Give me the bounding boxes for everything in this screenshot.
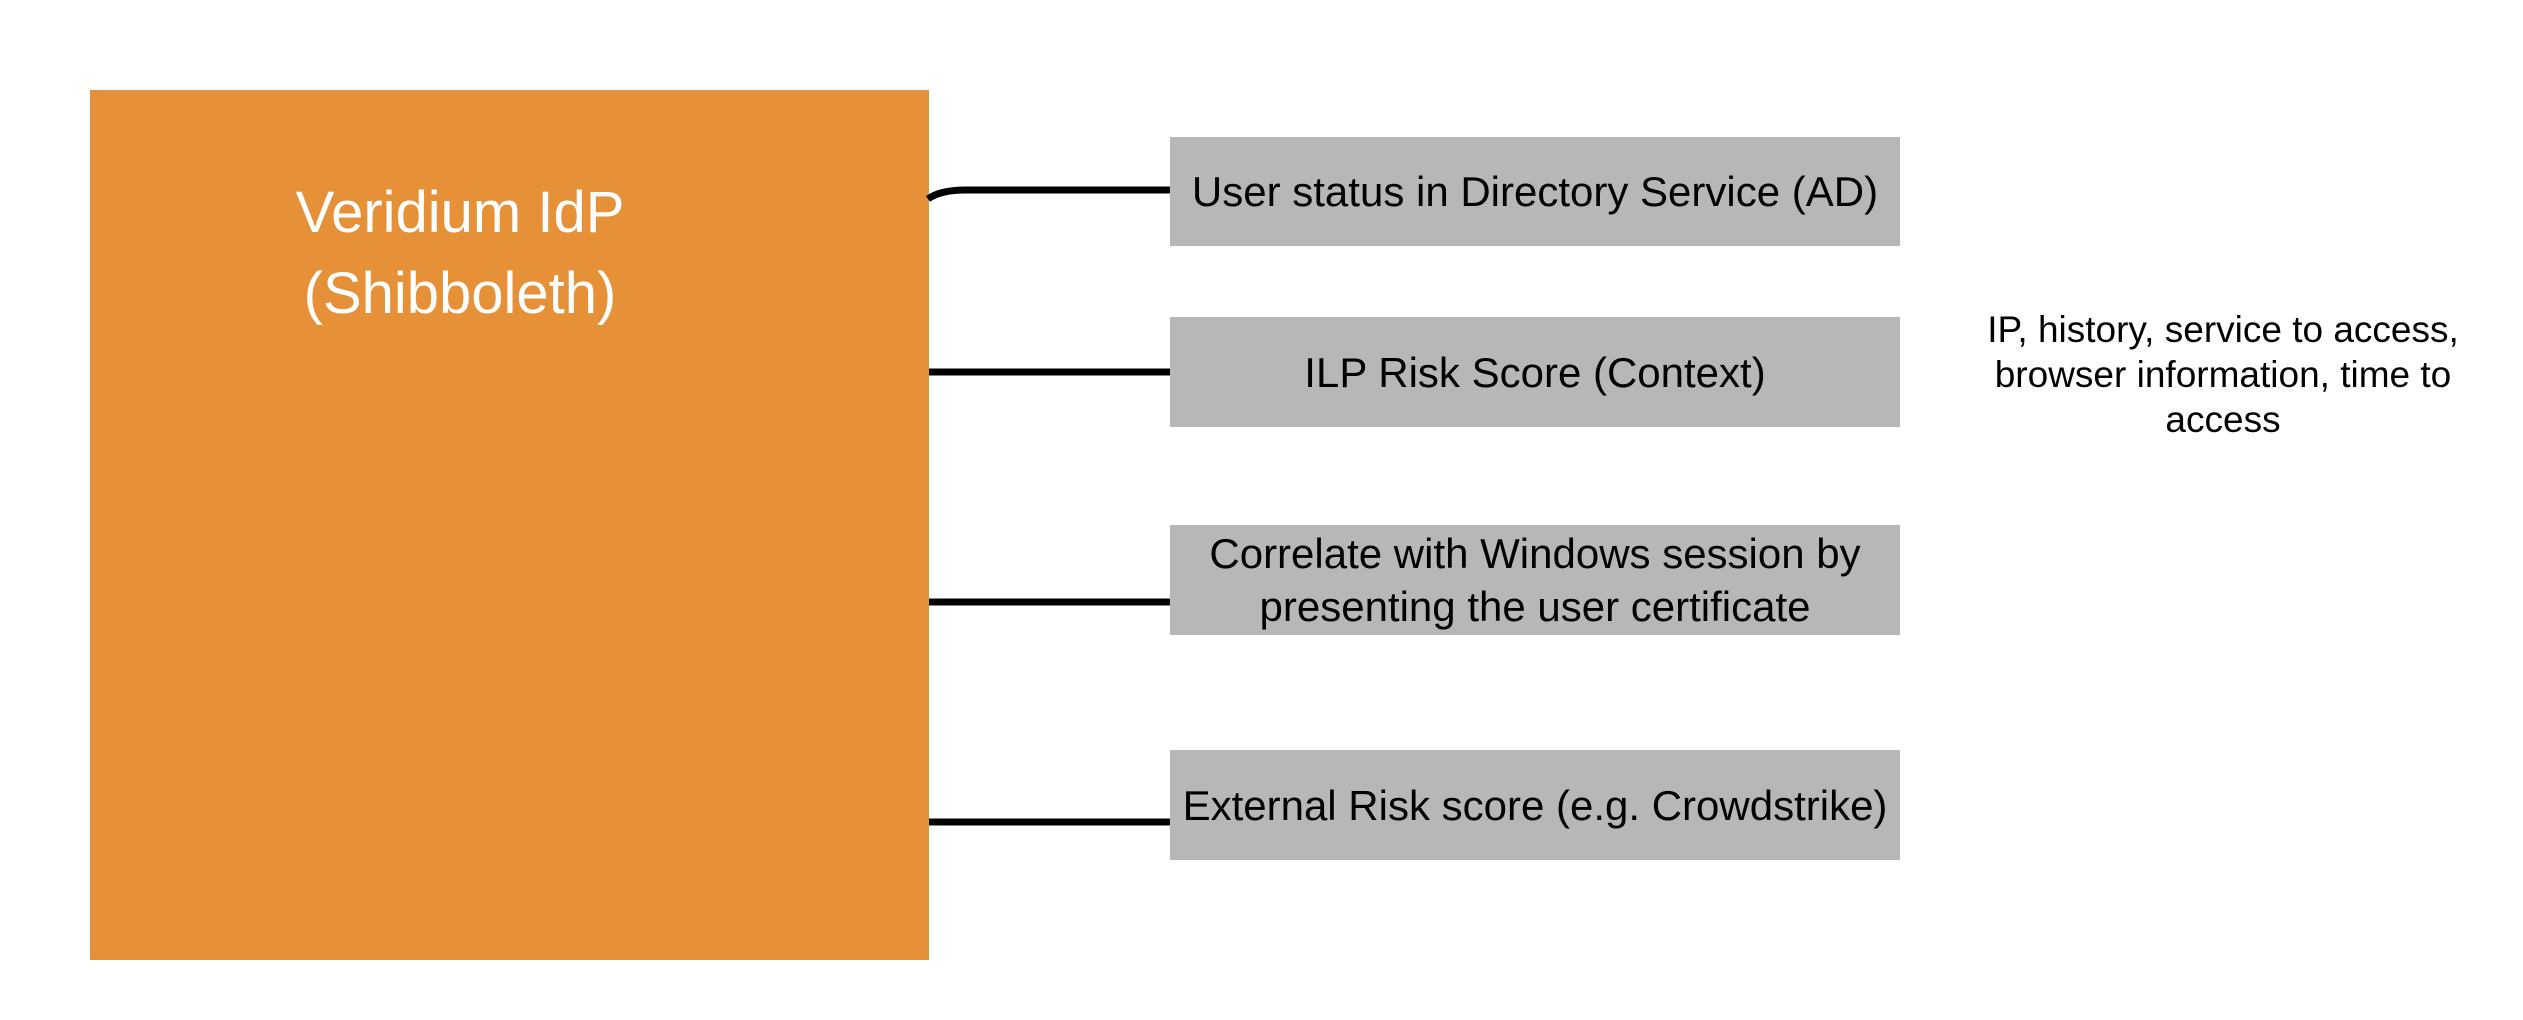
item-box-external-risk-label: External Risk score (e.g. Crowdstrike) bbox=[1182, 781, 1888, 829]
item-box-windows-session: Correlate with Windows session by presen… bbox=[1170, 525, 1900, 635]
item-box-ilp-risk-score: ILP Risk Score (Context) bbox=[1170, 317, 1900, 427]
context-annotation: IP, history, service to access, browser … bbox=[1987, 309, 2459, 440]
item-box-user-status-label: User status in Directory Service (AD) bbox=[1191, 168, 1879, 215]
item-box-external-risk: External Risk score (e.g. Crowdstrike) bbox=[1170, 750, 1900, 860]
main-box-label: Veridium IdP (Shibboleth) bbox=[90, 172, 830, 334]
item-box-windows-session-label: Correlate with Windows session by presen… bbox=[1209, 530, 1861, 630]
main-box-veridium-idp bbox=[90, 90, 929, 960]
item-box-ilp-risk-score-label: ILP Risk Score (Context) bbox=[1304, 348, 1766, 396]
main-box-label-line1: Veridium IdP bbox=[295, 180, 625, 245]
item-box-user-status: User status in Directory Service (AD) bbox=[1170, 137, 1900, 246]
connector-line-user-status bbox=[925, 186, 1170, 202]
main-box-label-line2: (Shibboleth) bbox=[303, 261, 617, 326]
